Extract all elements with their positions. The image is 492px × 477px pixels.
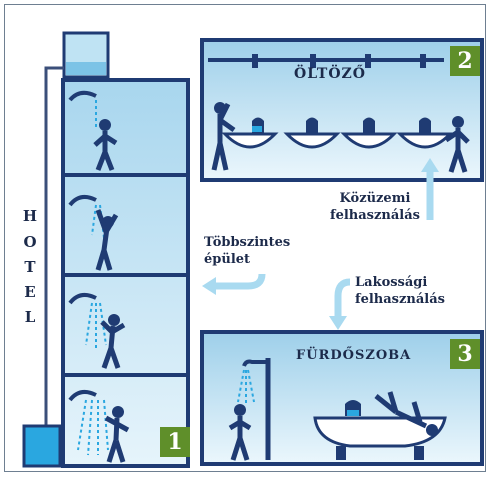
locker-room-caption: Közüzemi felhasználás — [330, 190, 420, 224]
hotel-letter-t: T — [24, 258, 36, 276]
diagram-frame — [4, 4, 486, 472]
hotel-letter-h: H — [22, 207, 38, 225]
tank-water — [66, 62, 106, 75]
shower-floor-3 — [68, 292, 126, 369]
badge-locker-room: 2 — [450, 46, 480, 76]
hotel-letter-l: L — [24, 308, 36, 326]
arrow-to-bathroom — [334, 278, 351, 318]
locker-room-caption-line1: Közüzemi — [339, 191, 411, 206]
bathroom-caption: Lakossági felhasználás — [355, 274, 445, 308]
bathroom-illustration — [228, 358, 447, 461]
bottom-basin — [22, 424, 62, 468]
badge-building: 1 — [160, 427, 190, 457]
building-caption-line2: épület — [204, 252, 251, 267]
locker-room-caption-line2: felhasználás — [330, 208, 420, 223]
supply-pipe — [44, 66, 64, 428]
shower-floor-1 — [68, 90, 118, 171]
building-caption: Többszintes épület — [204, 234, 290, 268]
bathroom-caption-line2: felhasználás — [355, 292, 445, 307]
arrow-to-building — [214, 273, 266, 290]
badge-bathroom: 3 — [450, 339, 480, 369]
locker-room-illustration — [208, 54, 470, 173]
shower-floor-2 — [68, 194, 119, 271]
bathroom-caption-line1: Lakossági — [355, 275, 428, 290]
hotel-letter-e: E — [24, 283, 36, 301]
hotel-letter-o: O — [23, 233, 37, 251]
shower-floor-4 — [68, 389, 130, 463]
locker-room-title: ÖLTÖZŐ — [294, 66, 366, 82]
bathroom-title: FÜRDŐSZOBA — [296, 348, 412, 363]
building-illustration — [22, 31, 190, 468]
building-caption-line1: Többszintes — [204, 235, 291, 250]
